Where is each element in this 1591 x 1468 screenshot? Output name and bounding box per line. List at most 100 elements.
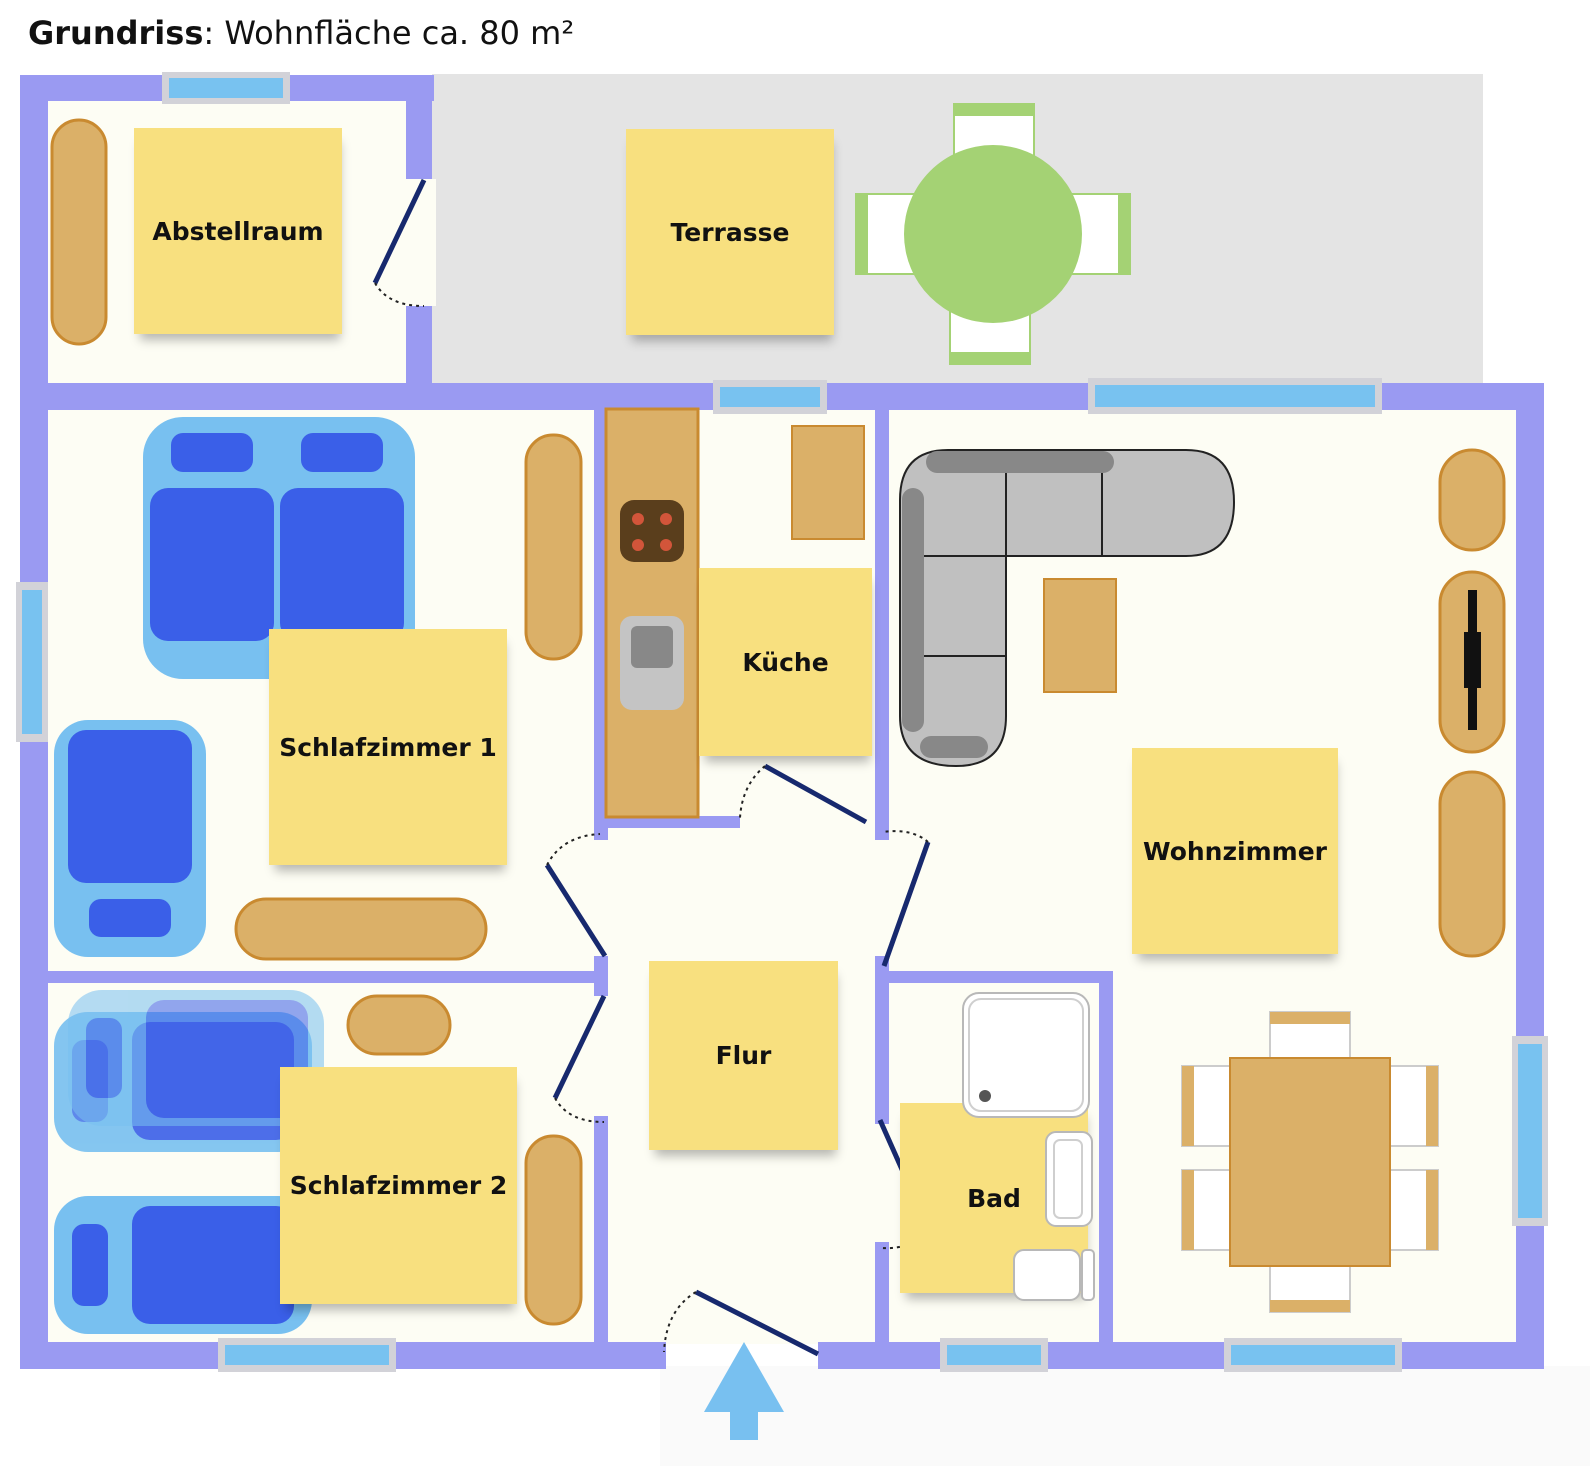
burner — [660, 539, 672, 551]
wall-bedroom-divider — [46, 971, 608, 983]
plan-title: Grundriss: Wohnfläche ca. 80 m² — [28, 14, 574, 52]
window — [1095, 385, 1375, 407]
pillow — [301, 433, 383, 472]
door-swing — [374, 282, 425, 307]
door-swing — [881, 830, 929, 843]
mattress — [68, 730, 192, 883]
door-swing — [663, 1291, 697, 1353]
chair-back — [1426, 1170, 1438, 1250]
room-label-flur: Flur — [649, 961, 838, 1150]
sink-basin — [631, 626, 673, 668]
wall-kitchen-east — [875, 408, 889, 840]
door-leaf — [694, 1289, 820, 1357]
chair-back — [856, 194, 868, 274]
wall-storage-east-upper — [406, 75, 432, 179]
shelf — [50, 118, 108, 346]
door-leaf — [763, 763, 868, 825]
chair-back — [950, 352, 1030, 364]
room-label-flur-text: Flur — [715, 1041, 772, 1070]
cabinet — [1438, 448, 1506, 552]
door-leaf — [552, 994, 607, 1100]
wall-hall-east-middle — [875, 956, 889, 1124]
room-label-kueche: Küche — [699, 568, 872, 756]
pillow — [86, 1018, 122, 1098]
wall-south-right — [818, 1342, 1544, 1369]
door-opening — [406, 179, 436, 306]
room-label-kueche-text: Küche — [742, 647, 829, 677]
door-leaf — [544, 863, 608, 958]
door-swing — [879, 1227, 929, 1250]
chair-back — [1270, 1012, 1350, 1024]
pillow — [171, 433, 253, 472]
door-leaf — [881, 841, 931, 967]
room-label-wohnzimmer-text: Wohnzimmer — [1143, 836, 1327, 866]
room-label-schlafzimmer1-text: Schlafzimmer 1 — [279, 732, 497, 762]
chair-back — [1118, 194, 1130, 274]
entrance-arrow-icon — [704, 1342, 784, 1440]
burner — [632, 539, 644, 551]
room-label-schlafzimmer2: Schlafzimmer 2 — [280, 1067, 517, 1304]
tv-screen — [1464, 632, 1481, 688]
wall-kitchen-south — [594, 816, 740, 828]
door-leaf — [372, 178, 427, 285]
room-label-terrasse: Terrasse — [626, 129, 834, 335]
door-swing — [554, 1097, 605, 1123]
chair-back — [1270, 1300, 1350, 1312]
single-bed — [54, 1196, 312, 1334]
stove-icon — [620, 500, 684, 562]
room-label-bad: Bad — [900, 1103, 1088, 1293]
wall-hall-east-lower — [875, 1242, 889, 1344]
sofa — [899, 449, 1236, 768]
mattress — [150, 488, 274, 641]
door-swing — [546, 833, 601, 866]
window — [1518, 1044, 1542, 1218]
kitchen-counter — [604, 407, 700, 819]
single-bed — [54, 720, 206, 957]
dining-table-set — [1181, 1011, 1439, 1313]
room-label-abstellraum-text: Abstellraum — [152, 216, 324, 246]
windows — [16, 72, 1548, 1372]
mattress — [280, 488, 404, 641]
door-swing — [739, 765, 766, 819]
pillow — [89, 899, 171, 937]
dining-table — [1229, 1057, 1391, 1267]
terrace-table-set — [855, 103, 1131, 365]
sideboard — [234, 897, 488, 961]
chair-back — [1182, 1066, 1194, 1146]
room-label-abstellraum: Abstellraum — [134, 128, 342, 334]
wardrobe — [524, 1134, 583, 1326]
wardrobe — [524, 433, 583, 661]
shelf — [1438, 770, 1506, 958]
kitchen-cabinet — [791, 425, 865, 540]
plan-title-rest: : Wohnfläche ca. 80 m² — [203, 14, 575, 52]
sofa-backrest — [926, 451, 1114, 473]
room-label-terrasse-text: Terrasse — [670, 217, 790, 247]
window — [1231, 1345, 1395, 1365]
wall-bath-north — [875, 971, 1113, 983]
sofa-cushion — [920, 736, 988, 758]
chair-back — [1182, 1170, 1194, 1250]
room-label-bad-text: Bad — [967, 1183, 1021, 1213]
plan-title-bold: Grundriss — [28, 14, 204, 52]
room-label-wohnzimmer: Wohnzimmer — [1132, 748, 1338, 954]
sofa-body — [899, 449, 1236, 768]
pillow — [72, 1224, 108, 1306]
entrance-landing — [660, 1366, 1590, 1466]
single-bed-ghost — [68, 990, 324, 1126]
double-bed — [143, 417, 415, 679]
round-table — [904, 145, 1082, 323]
window — [720, 387, 820, 407]
window — [947, 1345, 1041, 1365]
nightstand — [346, 994, 452, 1056]
wall-bath-east — [1099, 971, 1113, 1344]
window — [169, 78, 283, 98]
mattress — [132, 1206, 294, 1324]
chair-back — [954, 104, 1034, 116]
wall-hall-west-middle — [594, 956, 608, 996]
window — [22, 590, 42, 734]
room-label-schlafzimmer1: Schlafzimmer 1 — [269, 629, 507, 865]
coffee-table — [1043, 578, 1117, 693]
burner — [632, 513, 644, 525]
burner — [660, 513, 672, 525]
window — [225, 1345, 389, 1365]
